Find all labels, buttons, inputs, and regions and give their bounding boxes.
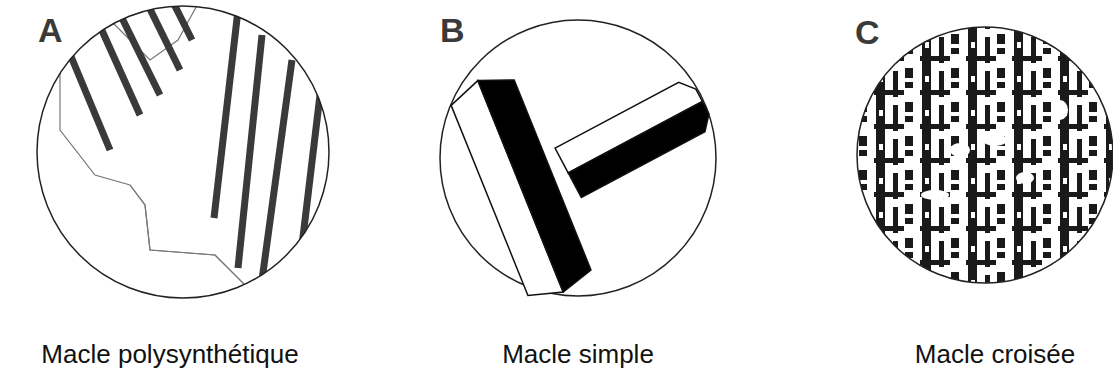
panel-letter: C (855, 14, 880, 51)
panel-caption: Macle simple (502, 340, 654, 369)
panel-caption: Macle polysynthétique (41, 340, 298, 369)
panel-letter: A (38, 12, 63, 49)
panel-caption: Macle croisée (915, 340, 1075, 369)
polysynthetic-twin (37, 0, 330, 300)
simple-twin (440, 20, 716, 305)
panel-letter: B (440, 12, 465, 49)
cross-hatched-twin (850, 20, 1113, 290)
